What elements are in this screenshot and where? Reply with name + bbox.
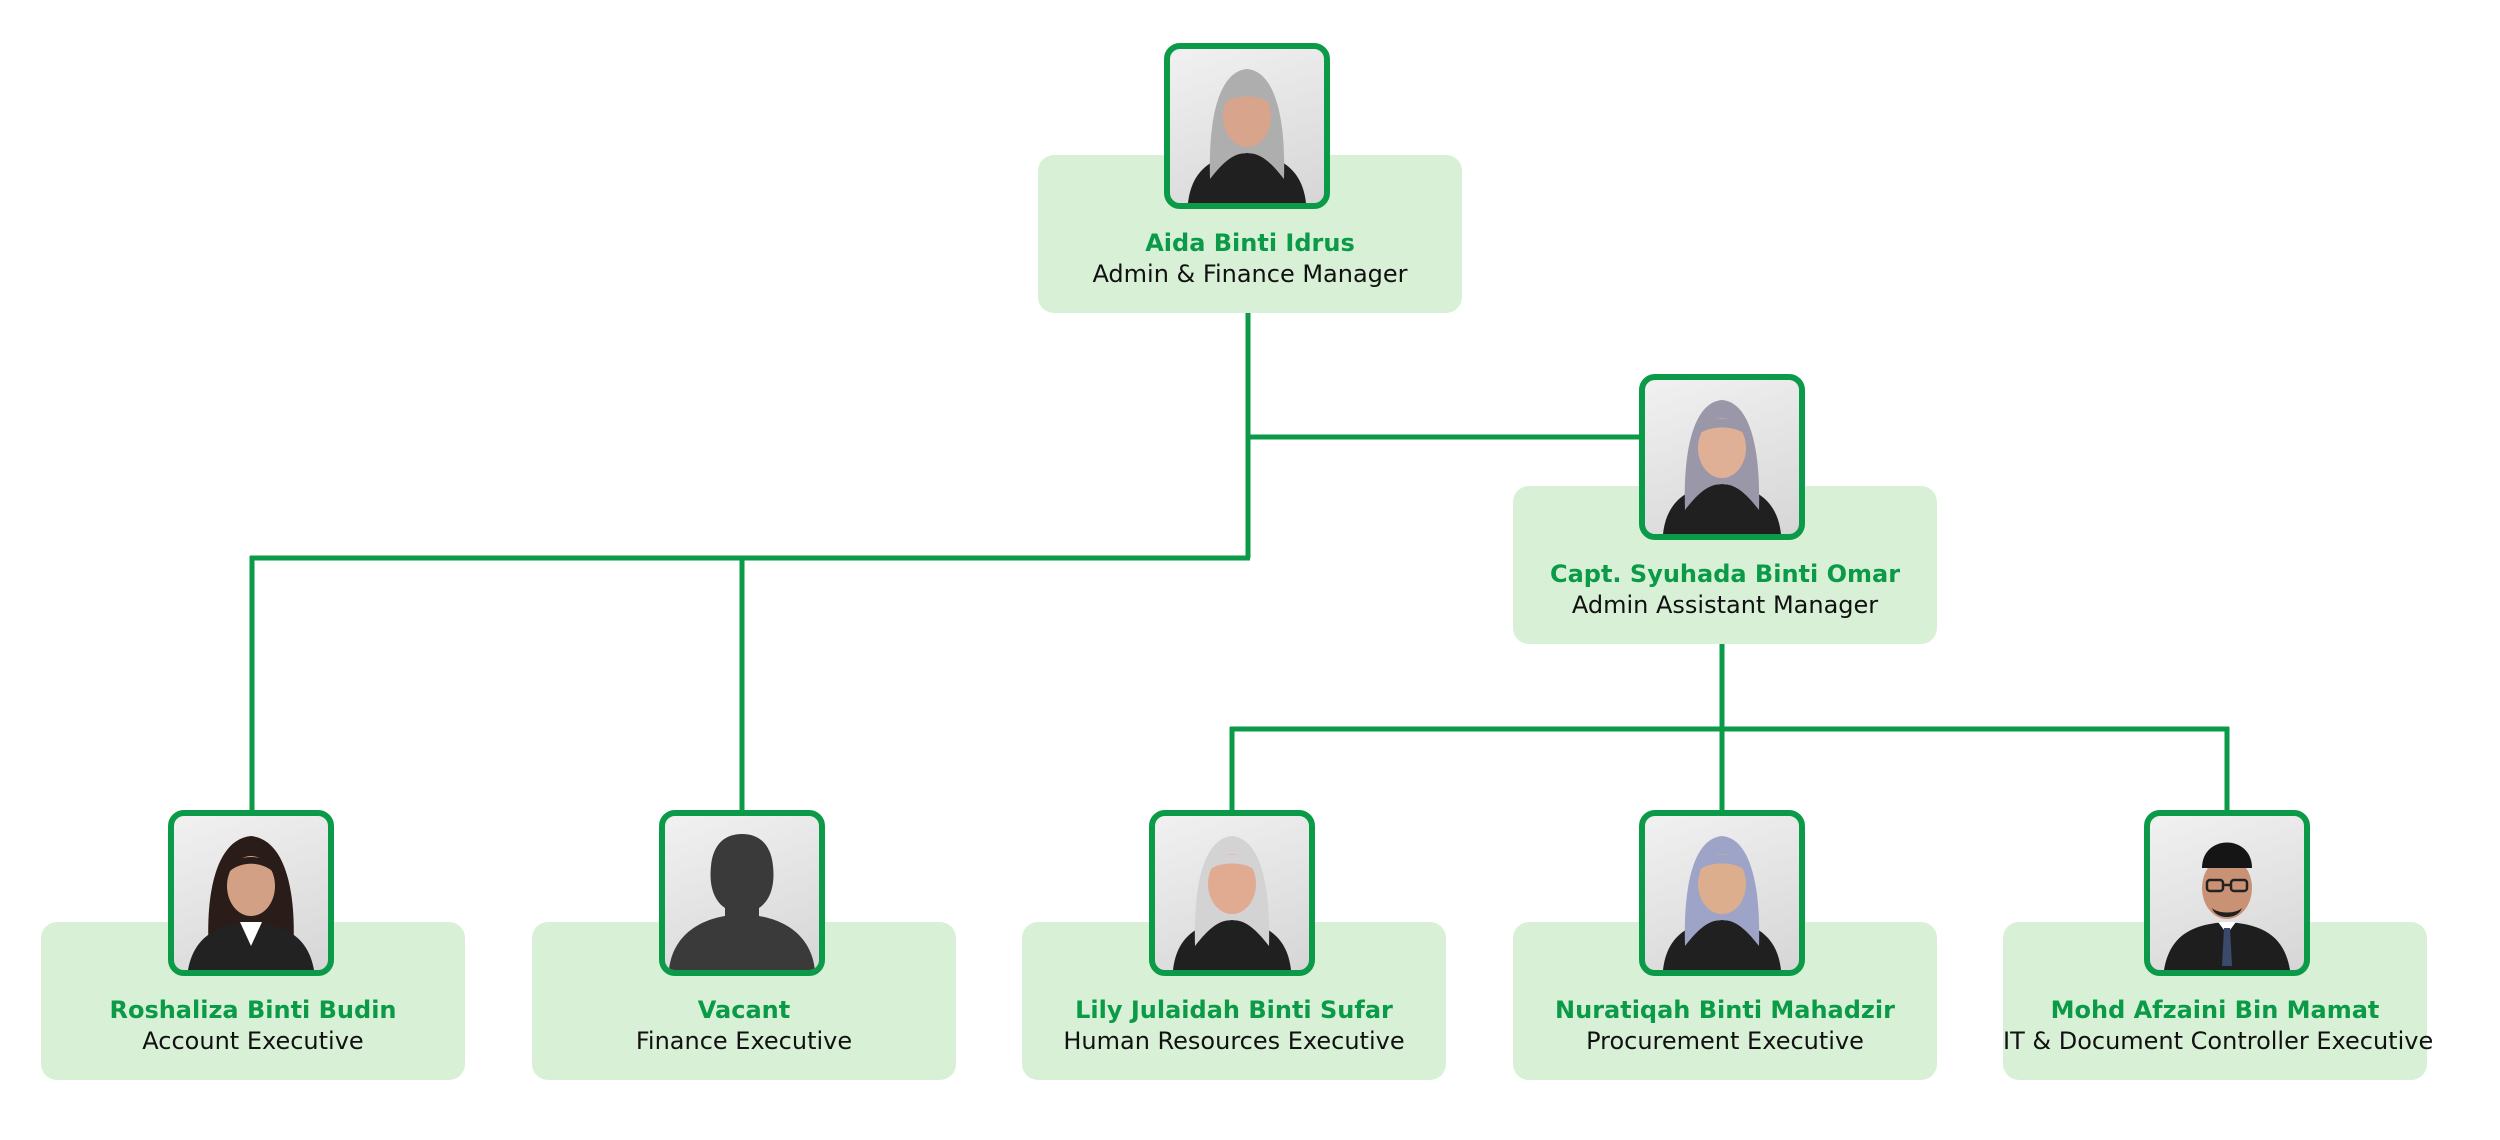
- org-card-account-executive: Roshaliza Binti Budin Account Executive: [41, 922, 465, 1080]
- portrait-hijab-icon: [1149, 810, 1315, 976]
- person-name: Mohd Afzaini Bin Mamat: [2050, 996, 2380, 1024]
- portrait-long-hair-icon: [168, 810, 334, 976]
- portrait-hijab-icon: [1164, 43, 1330, 209]
- org-card-assistant: Capt. Syuhada Binti Omar Admin Assistant…: [1513, 486, 1937, 644]
- person-role: Finance Executive: [635, 1027, 853, 1055]
- portrait-kopiah-glasses-icon: [2144, 810, 2310, 976]
- person-role: Human Resources Executive: [1063, 1027, 1405, 1055]
- person-role: Admin Assistant Manager: [1571, 591, 1879, 619]
- person-role: IT & Document Controller Executive: [2003, 1027, 2434, 1055]
- person-role: Procurement Executive: [1586, 1027, 1864, 1055]
- silhouette-placeholder-icon: [659, 810, 825, 976]
- person-name: Lily Julaidah Binti Sufar: [1075, 996, 1393, 1024]
- portrait-hijab-icon: [1639, 374, 1805, 540]
- person-name: Roshaliza Binti Budin: [109, 996, 397, 1024]
- person-name: Aida Binti Idrus: [1145, 229, 1355, 257]
- person-name: Capt. Syuhada Binti Omar: [1549, 560, 1901, 588]
- person-role: Account Executive: [142, 1027, 364, 1055]
- person-name: Nuratiqah Binti Mahadzir: [1555, 996, 1895, 1024]
- person-role: Admin & Finance Manager: [1092, 260, 1408, 288]
- portrait-hijab-icon: [1639, 810, 1805, 976]
- person-name: Vacant: [697, 996, 791, 1024]
